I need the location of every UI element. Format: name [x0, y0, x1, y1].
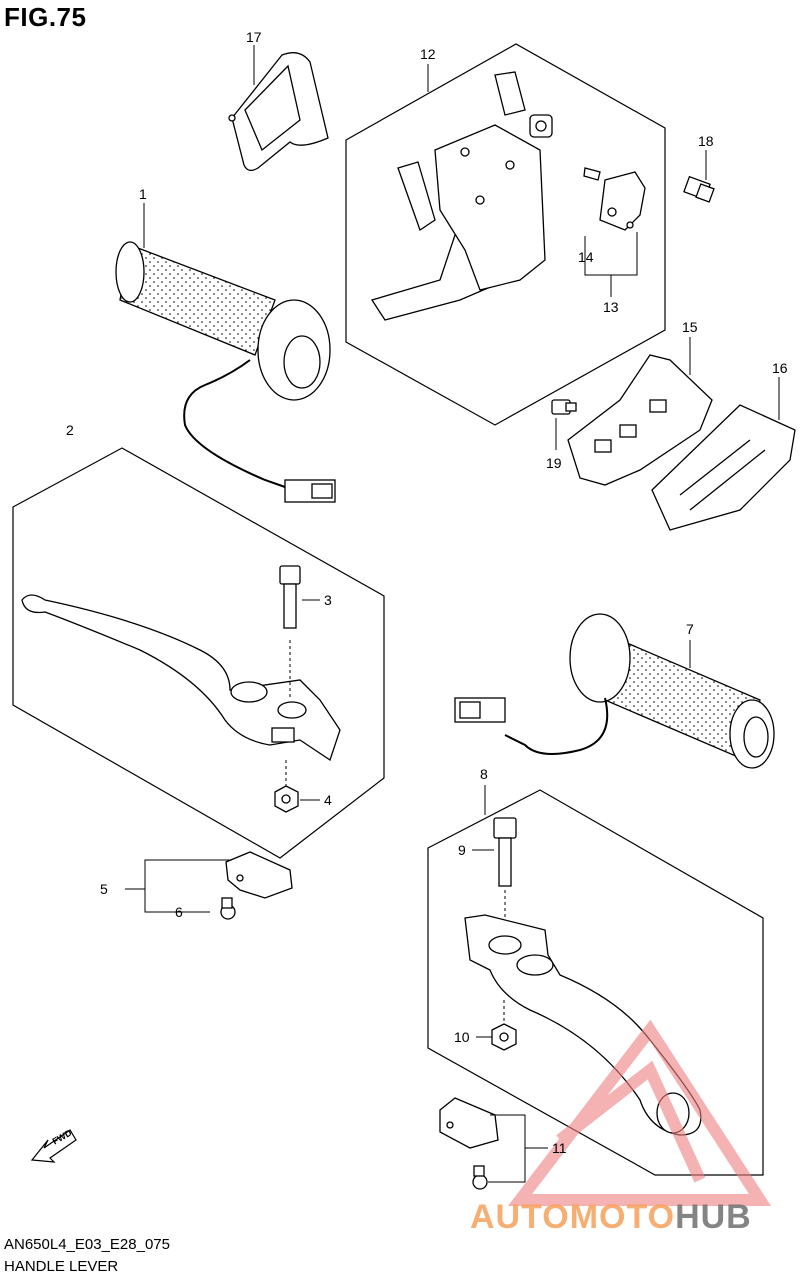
callout-17: 17: [246, 29, 262, 45]
group-box-8: [427, 789, 764, 1176]
group-box-2: [12, 447, 385, 859]
part-19-screw: [551, 399, 577, 415]
callout-5: 5: [100, 881, 108, 897]
callout-19: 19: [546, 455, 562, 471]
part-3-bolt: [279, 565, 301, 629]
fwd-arrow-icon: [30, 1129, 77, 1163]
callout-3: 3: [324, 592, 332, 608]
part-15-holder: [567, 354, 713, 486]
part-14-switch: [583, 167, 646, 231]
part-12-parking-brake-bracket: [370, 71, 553, 321]
callout-4: 4: [324, 792, 332, 808]
callout-14: 14: [578, 249, 594, 265]
part-7-right-grip: [454, 613, 775, 769]
callout-7: 7: [686, 621, 694, 637]
part-18-bolt: [683, 175, 715, 203]
part-4-nut: [274, 785, 299, 813]
callout-10: 10: [454, 1029, 470, 1045]
watermark-logo-icon: [507, 1019, 772, 1206]
callout-9: 9: [458, 842, 466, 858]
part-5-switch: [225, 851, 293, 899]
part-1-left-grip: [115, 241, 336, 503]
part-16-cover: [651, 404, 796, 531]
model-code: AN650L4_E03_E28_075: [4, 1236, 170, 1253]
callout-8: 8: [480, 766, 488, 782]
callout-1: 1: [139, 186, 147, 202]
figure-title: FIG.75: [4, 2, 87, 32]
group-box-12: [345, 43, 666, 426]
callout-2: 2: [66, 422, 74, 438]
part-6-screw: [220, 897, 236, 920]
figure-name: HANDLE LEVER: [4, 1258, 119, 1275]
watermark-text: AUTOMOTOHUB: [470, 1198, 752, 1237]
part-2-lever: [21, 594, 341, 762]
callout-16: 16: [772, 360, 788, 376]
callout-6: 6: [175, 904, 183, 920]
part-10-nut: [491, 1023, 517, 1051]
callout-15: 15: [682, 319, 698, 335]
watermark-part1: AUTOMOTO: [470, 1198, 676, 1236]
part-11-switch: [439, 1097, 499, 1149]
part-9-bolt: [493, 817, 517, 887]
callout-13: 13: [603, 299, 619, 315]
part-17-cover: [228, 52, 329, 172]
leader-5-6: [144, 859, 232, 913]
watermark-part2: HUB: [675, 1198, 752, 1236]
callout-11: 11: [552, 1140, 567, 1156]
callout-12: 12: [420, 46, 436, 62]
callout-18: 18: [698, 133, 714, 149]
part-11-screw: [472, 1165, 488, 1190]
